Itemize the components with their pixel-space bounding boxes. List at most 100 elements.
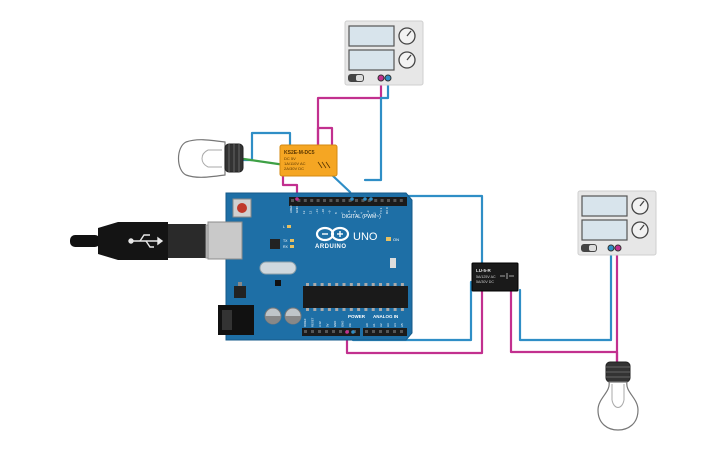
analog-pin-label: A5 [400,323,404,327]
usb-cable[interactable] [70,222,229,260]
chip-pin [327,283,331,286]
led-l [287,225,291,228]
pin-hole[interactable] [304,330,307,333]
wire-relay2-bulb2[interactable] [509,288,619,364]
psu-negative-terminal[interactable] [607,244,615,252]
chip-pin [335,283,339,286]
led-tx [290,239,294,242]
usb-icon [128,234,164,248]
chip-pin [320,283,324,286]
relay-middle[interactable]: LU-5-R 5A/125V AC 5A/30V DC [471,262,519,292]
pin-hole[interactable] [316,199,320,202]
analog-label: ANALOG IN [373,314,398,319]
digital-pin-label: ~3 [366,210,370,214]
chip-pin [349,308,353,311]
wire-relay1-gnd[interactable] [281,174,299,200]
chip-pin [306,283,309,286]
pin-hole[interactable] [310,199,314,202]
power-label: POWER [348,314,366,319]
pin-hole[interactable] [386,330,389,333]
analog-pin-label: A3 [386,323,390,327]
psu-positive-terminal[interactable] [377,74,385,82]
pin-hole[interactable] [318,330,321,333]
arduino-brand: ARDUINO [315,244,347,250]
chip-pin [357,283,361,286]
pin-hole[interactable] [374,199,378,202]
light-bulb-right[interactable] [597,361,639,431]
atmega-chip [303,286,408,308]
digital-pin-label: 8 [334,212,338,214]
chip-pin [342,308,346,311]
analog-header [363,328,407,336]
power-pin-label: 3.3V [318,321,322,327]
analog-pin-label: A0 [365,323,369,327]
power-pin-label: Vin [348,323,352,327]
digital-pin-label: ~6 [347,210,351,214]
pin-hole[interactable] [361,199,365,202]
voltage-regulator [234,286,246,298]
pin-hole[interactable] [323,199,326,202]
psu-voltage-display [348,25,395,47]
pin-hole[interactable] [380,199,384,202]
relay-middle-spec-2: 5A/30V DC [476,280,494,284]
pin-hole[interactable] [329,199,333,202]
wire-5v-relay2[interactable] [345,288,484,355]
chip-pin [386,283,390,286]
rx-label: RX [283,245,289,249]
pin-hole[interactable] [297,199,301,202]
pin-hole[interactable] [372,330,375,333]
wire-endpoints [295,197,373,334]
pin-hole[interactable] [325,330,328,333]
wire-psu1-positive[interactable] [316,78,383,148]
relay-top[interactable]: KS2E-M-DC5 DC 5V 1A/110V AC 2A/30V DC [279,144,338,177]
pin-hole[interactable] [355,199,358,202]
led-rx [290,245,294,248]
light-bulb-left[interactable] [177,139,244,178]
pin-hole[interactable] [367,199,371,202]
wire-relay1-coil[interactable] [316,126,334,148]
pin-hole[interactable] [332,330,335,333]
led-l-label: L [283,225,285,229]
pin-hole[interactable] [291,199,294,202]
tx-label: TX [283,239,288,243]
digital-pin-label: ~5 [353,210,357,214]
pin-hole[interactable] [400,330,403,333]
pin-hole[interactable] [339,330,342,333]
power-supply-top[interactable] [344,20,424,86]
wire-psu1-negative[interactable] [363,78,390,182]
digital-pin-label: TX 1 [379,207,383,214]
pin-hole[interactable] [387,199,390,202]
pin-hole[interactable] [348,199,352,202]
pin-hole[interactable] [303,199,307,202]
pin-hole[interactable] [365,330,368,333]
pin-hole[interactable] [393,199,397,202]
chip-pin [379,283,382,286]
pin-hole[interactable] [335,199,339,202]
usb-chip [270,239,280,249]
power-header [302,328,360,336]
chip-pin [400,308,404,311]
power-supply-right[interactable] [577,190,657,256]
digital-pin-label: 4 [360,212,364,214]
digital-pin-holes [291,199,403,202]
psu-negative-terminal[interactable] [384,74,392,82]
pin-hole[interactable] [379,330,382,333]
wire-psu2-negative[interactable] [518,249,613,342]
chip-pin [386,308,390,311]
wire-relay1-bulb-green[interactable] [242,157,287,167]
chip-pin [379,308,382,311]
pin-hole[interactable] [399,199,403,202]
power-pin-label: 5V [326,323,330,327]
chip-pin [371,308,375,311]
pin-hole[interactable] [393,330,396,333]
on-label: ON [393,237,399,242]
pin-hole[interactable] [342,199,346,202]
pin-hole[interactable] [311,330,314,333]
chip-pin [313,283,317,286]
digital-pin-label: ~11 [315,209,319,214]
reset-button-knob[interactable] [237,203,247,213]
psu-positive-terminal[interactable] [614,244,622,252]
